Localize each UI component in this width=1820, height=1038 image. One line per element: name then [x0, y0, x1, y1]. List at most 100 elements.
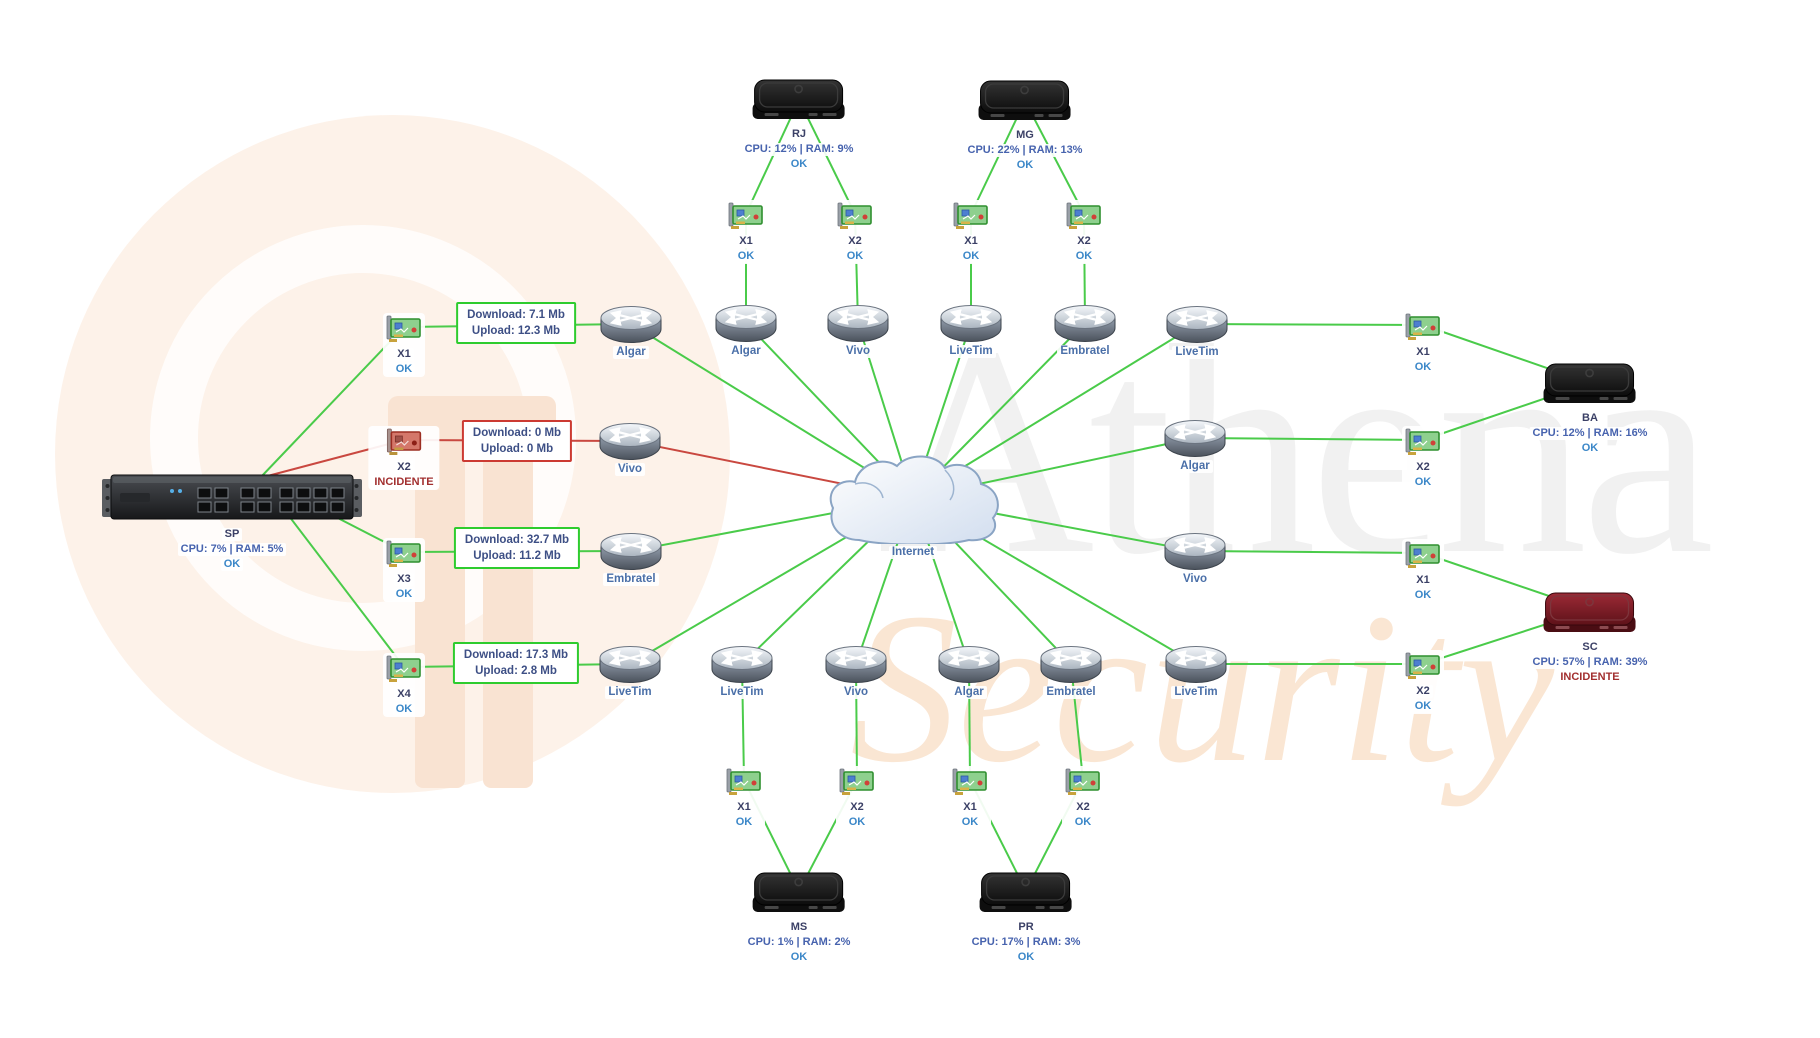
firewall-mg[interactable]: MG CPU: 22% | RAM: 13% OK — [964, 80, 1086, 172]
router-label: Algar — [613, 346, 649, 359]
device-status: OK — [787, 951, 811, 964]
interface-mg-x2[interactable]: X2 OK — [1063, 200, 1105, 264]
traffic-box-x2[interactable]: Download: 0 Mb Upload: 0 Mb — [461, 420, 573, 462]
nic-icon — [1405, 652, 1441, 680]
nic-icon — [386, 315, 422, 343]
appliance-incident-icon — [1542, 592, 1638, 636]
firewall-sp[interactable]: SP CPU: 7% | RAM: 5% OK — [102, 471, 362, 571]
interface-status: INCIDENTE — [371, 476, 437, 489]
interface-sp-x3[interactable]: X3 OK — [383, 538, 425, 602]
interface-status: OK — [959, 250, 983, 263]
nic-icon — [1405, 541, 1441, 569]
router-sp-livetim[interactable]: LiveTim — [598, 644, 662, 699]
nic-icon — [728, 202, 764, 230]
interface-ms-x1[interactable]: X1 OK — [723, 766, 765, 830]
router-icon — [1039, 644, 1103, 684]
nic-incident-icon — [386, 428, 422, 456]
router-label: Embratel — [1043, 686, 1099, 699]
router-sp-embratel[interactable]: Embratel — [599, 531, 663, 586]
interface-sc-x1[interactable]: X1 OK — [1402, 539, 1444, 603]
router-icon — [1163, 531, 1227, 571]
firewall-rj[interactable]: RJ CPU: 12% | RAM: 9% OK — [741, 79, 857, 171]
interface-rj-x2[interactable]: X2 OK — [834, 200, 876, 264]
router-icon — [710, 644, 774, 684]
appliance-icon — [1542, 363, 1638, 407]
interface-label: X2 — [394, 461, 414, 474]
interface-sp-x4[interactable]: X4 OK — [383, 653, 425, 717]
interface-status: OK — [1411, 589, 1435, 602]
interface-ba-x2[interactable]: X2 OK — [1402, 426, 1444, 490]
interface-ba-x1[interactable]: X1 OK — [1402, 311, 1444, 375]
traffic-upload: Upload: 0 Mb — [480, 443, 554, 455]
device-stats: CPU: 12% | RAM: 9% — [741, 143, 857, 156]
firewall-sc[interactable]: SC CPU: 57% | RAM: 39% INCIDENTE — [1529, 592, 1651, 684]
traffic-box-x4[interactable]: Download: 17.3 Mb Upload: 2.8 Mb — [452, 642, 580, 684]
interface-label: X4 — [394, 688, 414, 701]
router-label: LiveTim — [1172, 346, 1222, 359]
router-ba-algar[interactable]: Algar — [1163, 418, 1227, 473]
router-pr-embratel[interactable]: Embratel — [1039, 644, 1103, 699]
router-label: LiveTim — [605, 686, 655, 699]
router-icon — [937, 644, 1001, 684]
firewall-ms[interactable]: MS CPU: 1% | RAM: 2% OK — [744, 872, 854, 964]
router-mg-embratel[interactable]: Embratel — [1053, 303, 1117, 358]
interface-pr-x2[interactable]: X2 OK — [1062, 766, 1104, 830]
router-sc-vivo[interactable]: Vivo — [1163, 531, 1227, 586]
router-pr-algar[interactable]: Algar — [937, 644, 1001, 699]
interface-sc-x2[interactable]: X2 OK — [1402, 650, 1444, 714]
traffic-box-x3[interactable]: Download: 32.7 Mb Upload: 11.2 Mb — [453, 527, 581, 569]
watermark-logo-bar — [415, 432, 465, 788]
interface-label: X1 — [961, 235, 981, 248]
device-status: OK — [787, 158, 811, 171]
device-name: SC — [1579, 641, 1601, 654]
interface-label: X1 — [1413, 574, 1433, 587]
interface-pr-x1[interactable]: X1 OK — [949, 766, 991, 830]
router-label: Embratel — [1057, 345, 1113, 358]
router-ms-vivo[interactable]: Vivo — [824, 644, 888, 699]
interface-rj-x1[interactable]: X1 OK — [725, 200, 767, 264]
interface-label: X2 — [1073, 801, 1093, 814]
traffic-box-x1[interactable]: Download: 7.1 Mb Upload: 12.3 Mb — [456, 302, 576, 344]
appliance-icon — [751, 79, 847, 123]
interface-label: X2 — [1413, 685, 1433, 698]
device-status: OK — [1013, 159, 1037, 172]
router-icon — [714, 303, 778, 343]
router-rj-vivo[interactable]: Vivo — [826, 303, 890, 358]
router-label: Vivo — [842, 345, 874, 358]
router-label: Algar — [951, 686, 987, 699]
interface-label: X1 — [960, 801, 980, 814]
firewall-ba[interactable]: BA CPU: 12% | RAM: 16% OK — [1529, 363, 1651, 455]
device-name: MG — [1013, 129, 1037, 142]
router-icon — [599, 531, 663, 571]
interface-mg-x1[interactable]: X1 OK — [950, 200, 992, 264]
device-name: MS — [787, 921, 811, 934]
router-ms-livetim[interactable]: LiveTim — [710, 644, 774, 699]
router-label: LiveTim — [1171, 686, 1221, 699]
interface-status: OK — [1411, 361, 1435, 374]
router-icon — [599, 304, 663, 344]
firewall-pr[interactable]: PR CPU: 17% | RAM: 3% OK — [968, 872, 1084, 964]
interface-label: X1 — [394, 348, 414, 361]
interface-sp-x1[interactable]: X1 OK — [383, 313, 425, 377]
router-icon — [939, 303, 1003, 343]
internet-cloud[interactable]: Internet — [825, 452, 1001, 559]
interface-sp-x2[interactable]: X2 INCIDENTE — [368, 426, 440, 490]
router-rj-algar[interactable]: Algar — [714, 303, 778, 358]
router-label: Vivo — [1179, 573, 1211, 586]
router-icon — [1163, 418, 1227, 458]
nic-icon — [837, 202, 873, 230]
router-sp-vivo[interactable]: Vivo — [598, 421, 662, 476]
router-sc-livetim[interactable]: LiveTim — [1164, 644, 1228, 699]
router-mg-livetim[interactable]: LiveTim — [939, 303, 1003, 358]
appliance-icon — [978, 872, 1074, 916]
router-ba-livetim[interactable]: LiveTim — [1165, 304, 1229, 359]
router-sp-algar[interactable]: Algar — [599, 304, 663, 359]
router-icon — [1165, 304, 1229, 344]
device-stats: CPU: 1% | RAM: 2% — [744, 936, 854, 949]
traffic-download: Download: 7.1 Mb — [467, 309, 565, 321]
traffic-download: Download: 0 Mb — [472, 427, 562, 439]
interface-status: OK — [732, 816, 756, 829]
interface-ms-x2[interactable]: X2 OK — [836, 766, 878, 830]
router-icon — [598, 644, 662, 684]
cloud-icon — [825, 452, 1001, 544]
